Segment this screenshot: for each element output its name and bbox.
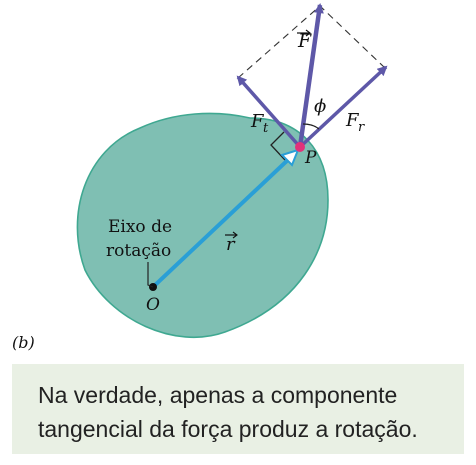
vector-f-overarrow-head — [305, 29, 311, 37]
right-angle-marker — [270, 131, 286, 161]
fr-label: F — [345, 110, 360, 131]
axis-leader-line — [147, 262, 154, 288]
force-arrow — [297, 3, 324, 148]
axis-label-line1: Eixo de — [108, 217, 172, 237]
rotation-diagram: F ϕ F t F r P r Eixo de rotação O (b) — [12, 3, 388, 352]
radius-vector-head — [280, 148, 300, 167]
rigid-body — [76, 112, 329, 339]
point-p-dot — [295, 142, 305, 152]
vector-f-label: F — [297, 30, 312, 52]
point-p-label: P — [304, 148, 317, 168]
phi-label: ϕ — [314, 96, 326, 117]
caption-box: Na verdade, apenas a componente tangenci… — [12, 364, 464, 454]
radius-vector — [151, 155, 293, 289]
tangential-force-arrow — [236, 75, 302, 149]
ft-subscript: t — [263, 121, 269, 136]
axis-label-line2: rotação — [106, 241, 171, 261]
ft-label: F — [250, 111, 265, 132]
fr-subscript: r — [358, 120, 365, 135]
caption-line-2: tangencial da força produz a rotação. — [38, 416, 418, 442]
vector-r-overarrow-head — [232, 231, 238, 239]
panel-label: (b) — [12, 333, 35, 352]
caption-line-1: Na verdade, apenas a componente — [38, 382, 398, 408]
radial-force-arrow — [298, 65, 388, 149]
vector-r-label: r — [226, 234, 236, 255]
origin-label: O — [146, 295, 160, 315]
phi-angle-arc — [302, 123, 320, 130]
